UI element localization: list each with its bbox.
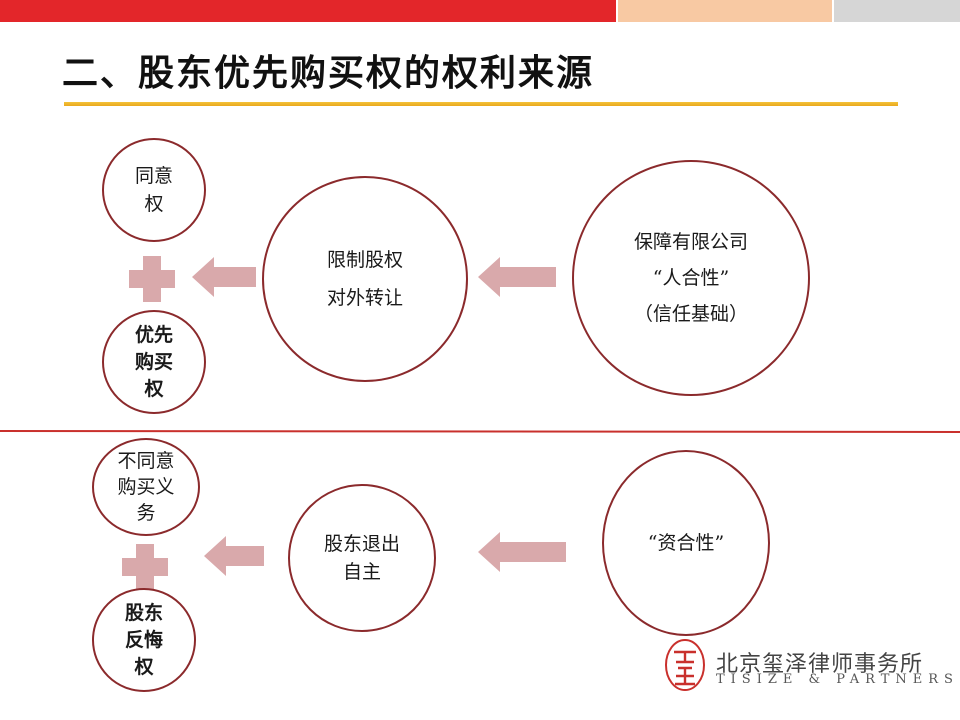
circle-text: 权 xyxy=(144,377,164,400)
arrow-left-icon xyxy=(478,257,556,297)
result-circle-consent: 同意 权 xyxy=(102,138,206,242)
firm-english-name: TISIZE & PARTNERS xyxy=(716,672,959,687)
circle-text: 对外转让 xyxy=(326,287,403,309)
firm-seal-logo xyxy=(665,639,705,691)
circle-text: “人合性” xyxy=(652,267,730,289)
circle-text: 权 xyxy=(144,193,164,215)
arrow-left-icon xyxy=(204,536,264,576)
arrow-left-icon xyxy=(192,257,256,297)
circle-text: 同意 xyxy=(134,165,173,187)
circle-text: 不同意 xyxy=(117,450,175,472)
circle-text: 自主 xyxy=(342,561,381,583)
circle-text: 股东 xyxy=(124,601,163,624)
circle-text: 保障有限公司 xyxy=(633,231,748,253)
plus-icon xyxy=(129,256,175,302)
title-underline xyxy=(64,102,898,106)
result-circle-repentance-right: 股东 反悔 权 xyxy=(92,588,196,692)
top-bar-gray xyxy=(834,0,960,22)
circle-text: 购买义 xyxy=(117,476,175,498)
plus-icon xyxy=(122,544,168,590)
page-title: 二、股东优先购买权的权利来源 xyxy=(62,53,595,94)
top-bar-peach xyxy=(618,0,832,22)
result-circle-preemptive-right: 优先 购买 权 xyxy=(102,310,206,414)
firm-name: 北京玺泽律师事务所 xyxy=(716,652,924,677)
circle-text: 优先 xyxy=(134,323,173,346)
circle-text: 购买 xyxy=(134,350,173,373)
circle-text: 股东退出 xyxy=(323,533,400,555)
circle-text: 务 xyxy=(136,502,156,524)
circle-text: （信任基础） xyxy=(633,303,748,325)
arrow-left-icon xyxy=(478,532,566,572)
middle-circle-restrict-transfer: 限制股权 对外转让 xyxy=(262,176,468,382)
result-circle-no-purchase-obligation: 不同意 购买义 务 xyxy=(92,438,200,536)
top-bar-red xyxy=(0,0,616,22)
source-circle-capital: “资合性” xyxy=(602,450,770,636)
middle-circle-exit-autonomy: 股东退出 自主 xyxy=(288,484,436,632)
source-circle-personality: 保障有限公司 “人合性” （信任基础） xyxy=(572,160,810,396)
circle-text: 限制股权 xyxy=(326,249,403,271)
circle-text: “资合性” xyxy=(647,532,725,554)
circle-text: 权 xyxy=(134,655,154,678)
circle-text: 反悔 xyxy=(124,628,163,651)
